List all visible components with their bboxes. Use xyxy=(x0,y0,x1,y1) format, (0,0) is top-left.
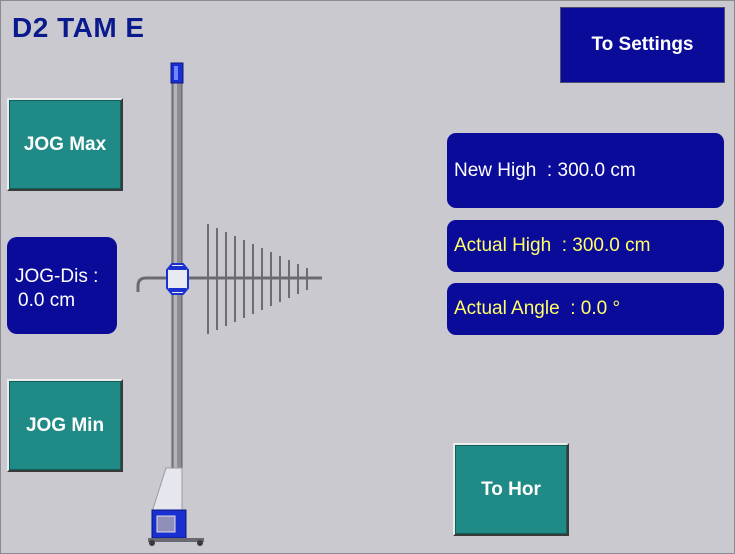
actual-angle-display: Actual Angle : 0.0 ° xyxy=(447,283,724,335)
mast-base-rail xyxy=(148,538,204,542)
jog-max-button[interactable]: JOG Max xyxy=(7,98,123,191)
antenna-elements xyxy=(207,224,308,334)
wheel-left xyxy=(149,540,155,546)
actual-angle-value: 0.0 ° xyxy=(580,298,621,319)
side-cable xyxy=(136,276,170,292)
jog-max-label: JOG Max xyxy=(23,133,107,155)
actual-high-separator: : xyxy=(551,235,573,256)
to-settings-label: To Settings xyxy=(591,34,694,55)
actual-high-display: Actual High : 300.0 cm xyxy=(447,220,724,272)
jog-min-button[interactable]: JOG Min xyxy=(7,379,123,472)
actual-angle-label: Actual Angle xyxy=(454,298,560,319)
new-high-separator: : xyxy=(536,159,558,181)
to-hor-label: To Hor xyxy=(481,478,541,500)
mast-base-panel xyxy=(156,515,176,533)
jog-distance-display: JOG-Dis : 0.0 cm xyxy=(7,237,117,334)
actual-high-value: 300.0 cm xyxy=(572,235,651,256)
jog-distance-label: JOG-Dis : xyxy=(15,266,99,287)
jog-distance-value: 0.0 cm xyxy=(18,290,76,311)
jog-min-label: JOG Min xyxy=(25,414,105,436)
page-title: D2 TAM E xyxy=(12,12,145,43)
mast-carriage xyxy=(166,263,189,295)
mast-base-frame xyxy=(151,467,183,513)
mast-top-cap-light xyxy=(174,66,178,80)
new-high-field[interactable]: New High : 300.0 cm xyxy=(447,133,724,208)
carriage-clamp-top xyxy=(169,266,186,270)
carriage-clamp-bottom xyxy=(169,288,186,292)
new-high-value: 300.0 cm xyxy=(557,159,636,181)
to-settings-button[interactable]: To Settings xyxy=(560,7,725,83)
wheel-right xyxy=(197,540,203,546)
actual-high-label: Actual High xyxy=(454,235,552,256)
to-hor-button[interactable]: To Hor xyxy=(453,443,569,536)
new-high-label: New High xyxy=(454,159,537,181)
actual-angle-separator: : xyxy=(559,298,581,319)
